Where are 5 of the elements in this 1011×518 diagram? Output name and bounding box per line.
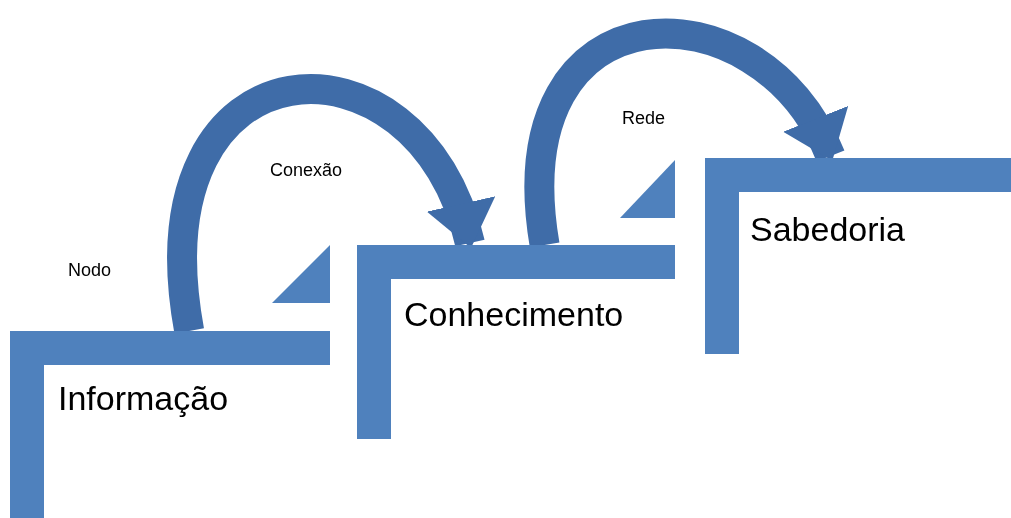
step-label: Informação — [58, 379, 229, 418]
text-label: Nodo — [68, 260, 112, 281]
step-shape — [705, 158, 1011, 354]
step-shape — [357, 245, 675, 439]
step-shape — [10, 331, 330, 518]
